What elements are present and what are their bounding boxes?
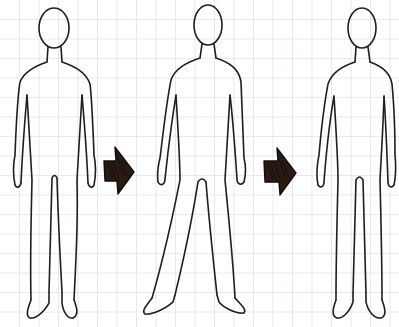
sketch-page [0, 0, 399, 327]
paper-background [0, 0, 399, 327]
figure-sketch [0, 0, 399, 327]
